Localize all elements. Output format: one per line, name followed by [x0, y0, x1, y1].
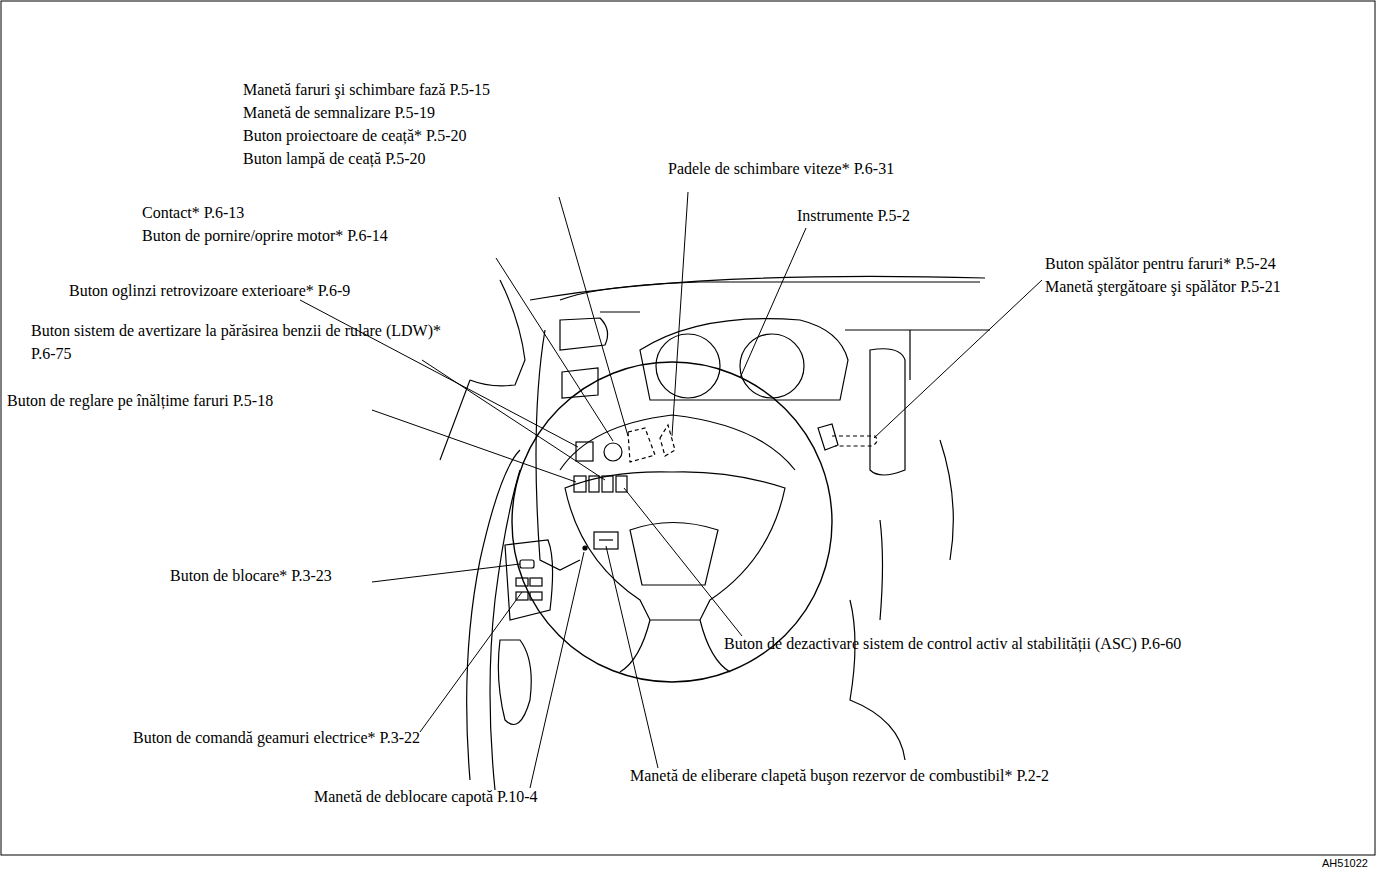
- callout-label: Buton sistem de avertizare la părăsirea …: [31, 319, 463, 365]
- fuel-lid-lever: [599, 539, 613, 540]
- callout-label: Manetă ştergătoare şi spălător P.5-21: [1045, 275, 1281, 298]
- steering-wheel-rim: [560, 415, 795, 470]
- callout-label: Buton de reglare pe înălțime faruri P.5-…: [7, 389, 273, 412]
- callout-label: Buton lampă de ceață P.5-20: [243, 147, 426, 170]
- light-stalk: [628, 428, 655, 462]
- callout-label: Manetă de eliberare clapetă buşon rezerv…: [630, 764, 1049, 787]
- figure-code: AH51022: [1322, 857, 1368, 870]
- gauge: [740, 334, 804, 398]
- vent: [870, 349, 905, 475]
- callout-label: Buton spălător pentru faruri* P.5-24: [1045, 252, 1276, 275]
- callout-label: Manetă de semnalizare P.5-19: [243, 101, 435, 124]
- callout-label: Buton de comandă geamuri electrice* P.3-…: [133, 726, 420, 749]
- console: [850, 600, 905, 760]
- dash-line: [910, 330, 953, 560]
- vent: [560, 318, 608, 350]
- callout-label: Manetă faruri şi schimbare fază P.5-15: [243, 78, 490, 101]
- lock-switch: [520, 560, 534, 568]
- console: [880, 520, 883, 620]
- dash-side: [536, 330, 580, 570]
- ignition: [604, 443, 622, 461]
- frame: [1, 1, 1375, 855]
- windshield-edge: [530, 276, 985, 300]
- dash-line: [600, 312, 990, 330]
- callout-label: Manetă de deblocare capotă P.10-4: [314, 785, 537, 808]
- callout-label: Buton proiectoare de ceață* P.5-20: [243, 124, 466, 147]
- pillar: [440, 380, 470, 460]
- dash-top: [560, 282, 980, 300]
- callout-label: Contact* P.6-13: [142, 201, 244, 224]
- hood-release: [583, 546, 587, 550]
- window-switch: [530, 578, 542, 586]
- airbag: [630, 523, 718, 586]
- cluster-hood: [640, 319, 848, 400]
- steering-hub: [565, 472, 785, 620]
- door-switch-panel: [505, 540, 553, 620]
- leader-lines: [300, 192, 1042, 788]
- spoke: [620, 620, 730, 672]
- door-handle: [498, 640, 531, 725]
- callout-label: Buton oglinzi retrovizoare exterioare* P…: [69, 279, 350, 302]
- callout-label: Buton de blocare* P.3-23: [170, 564, 332, 587]
- wiper-stalk: [832, 436, 877, 446]
- window-switch: [516, 592, 528, 600]
- ldw-switch: [602, 476, 613, 492]
- callout-label: Instrumente P.5-2: [797, 204, 910, 227]
- callout-label: Padele de schimbare viteze* P.6-31: [668, 157, 894, 180]
- steering-wheel: [512, 362, 832, 682]
- callout-label: Buton de dezactivare sistem de control a…: [724, 632, 1181, 655]
- pillar: [470, 280, 525, 386]
- callout-label: Buton de pornire/oprire motor* P.6-14: [142, 224, 388, 247]
